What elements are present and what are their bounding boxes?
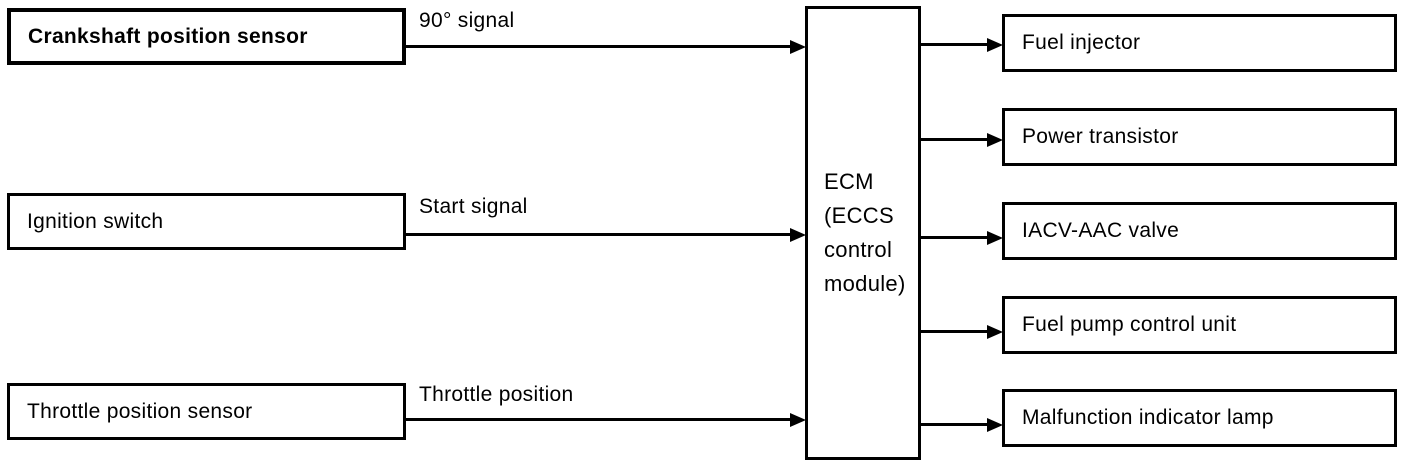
input-arrow-throttle-to-ecm [406,413,806,427]
arrowhead-right-icon [987,38,1003,52]
arrow-shaft [919,43,990,46]
output-arrow-ecm-to-power-transistor [919,133,1003,147]
node-label: Ignition switch [27,209,164,233]
arrowhead-right-icon [987,231,1003,245]
node-label: Fuel pump control unit [1022,313,1237,336]
arrowhead-right-icon [987,133,1003,147]
input-node-throttle-position-sensor: Throttle position sensor [7,383,406,440]
arrowhead-right-icon [987,418,1003,432]
signal-label-90-degree-signal: 90° signal [419,9,515,32]
output-arrow-ecm-to-malfunction-indicator-lamp [919,418,1003,432]
arrowhead-right-icon [790,40,806,54]
output-node-fuel-pump-control-unit: Fuel pump control unit [1002,296,1397,354]
arrow-shaft [919,423,990,426]
arrow-shaft [919,138,990,141]
arrowhead-right-icon [790,413,806,427]
input-node-ignition-switch: Ignition switch [7,193,406,250]
arrow-shaft [406,45,793,48]
output-node-malfunction-indicator-lamp: Malfunction indicator lamp [1002,389,1397,447]
output-arrow-ecm-to-iacv-aac-valve [919,231,1003,245]
node-label: Malfunction indicator lamp [1022,406,1274,429]
output-arrow-ecm-to-fuel-pump-control-unit [919,325,1003,339]
ecm-node: ECM (ECCS control module) [805,6,921,460]
node-label: Fuel injector [1022,31,1141,54]
arrow-shaft [919,330,990,333]
input-arrow-crankshaft-to-ecm [406,40,806,54]
input-node-crankshaft-position-sensor: Crankshaft position sensor [7,8,406,65]
arrow-shaft [406,418,793,421]
arrow-shaft [919,236,990,239]
arrowhead-right-icon [790,228,806,242]
node-label: Power transistor [1022,125,1179,148]
node-label: Crankshaft position sensor [28,24,308,48]
node-label: Throttle position sensor [27,399,253,423]
signal-label-start-signal: Start signal [419,195,528,218]
signal-label-throttle-position: Throttle position [419,383,574,406]
output-node-power-transistor: Power transistor [1002,108,1397,166]
input-arrow-ignition-to-ecm [406,228,806,242]
output-arrow-ecm-to-fuel-injector [919,38,1003,52]
output-node-fuel-injector: Fuel injector [1002,14,1397,72]
ecm-label: ECM (ECCS control module) [824,169,906,296]
arrowhead-right-icon [987,325,1003,339]
output-node-iacv-aac-valve: IACV-AAC valve [1002,202,1397,260]
node-label: IACV-AAC valve [1022,219,1180,242]
arrow-shaft [406,233,793,236]
